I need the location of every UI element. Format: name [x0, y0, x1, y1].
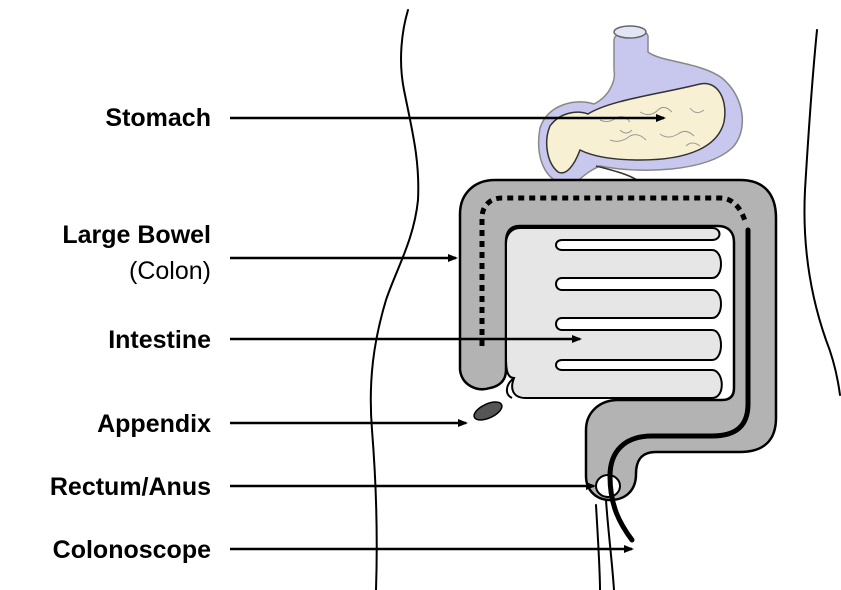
label-stomach: Stomach — [105, 104, 211, 132]
stomach-organ — [539, 26, 743, 186]
esophagus-opening — [614, 26, 646, 38]
label-intestine: Intestine — [108, 326, 211, 354]
label-colonoscope: Colonoscope — [53, 536, 211, 564]
label-rectum-anus: Rectum/Anus — [50, 473, 211, 501]
label-large-bowel-sub: (Colon) — [129, 257, 211, 285]
appendix-organ — [471, 398, 504, 423]
intestine-organ — [506, 228, 722, 398]
intestine-loops — [506, 228, 722, 398]
label-large-bowel: Large Bowel — [62, 221, 211, 249]
label-appendix: Appendix — [97, 410, 211, 438]
